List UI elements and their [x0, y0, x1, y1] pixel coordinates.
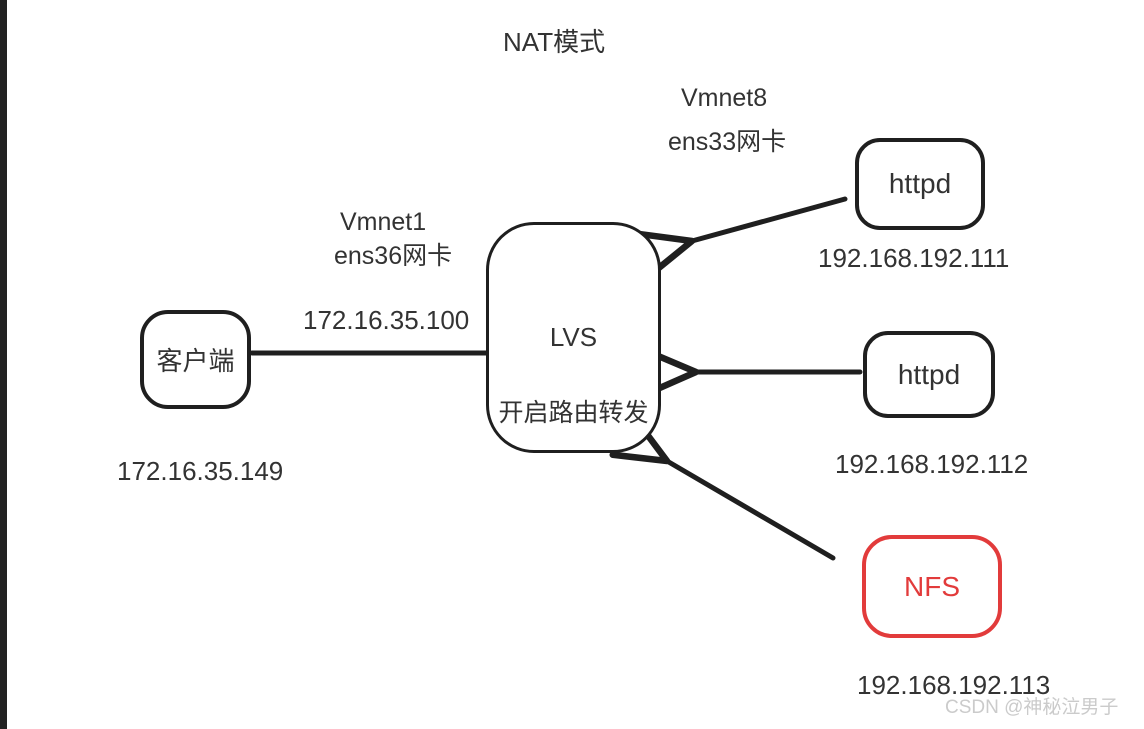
left-edge-bar — [0, 0, 7, 729]
httpd2-ip-label: 192.168.192.112 — [835, 449, 1029, 479]
client-node-label: 客户端 — [156, 346, 235, 376]
connector-nfs-lvs-arrow — [609, 412, 836, 561]
lvs-vip-label: 172.16.35.100 — [303, 305, 470, 335]
httpd1-node-label: httpd — [888, 168, 952, 199]
client-node: 客户端 — [140, 310, 251, 409]
diagram-title: NAT模式 — [503, 27, 606, 57]
httpd1-ip-label: 192.168.192.111 — [818, 243, 1010, 273]
ens33-nic-label: ens33网卡 — [668, 128, 787, 156]
vmnet8-label: Vmnet8 — [681, 84, 768, 112]
csdn-watermark: CSDN @神秘泣男子 — [945, 697, 1119, 718]
lvs-node-sublabel: 开启路由转发 — [498, 399, 649, 427]
httpd1-node: httpd — [855, 138, 985, 230]
lvs-node-label: LVS — [549, 322, 598, 352]
httpd2-node-label: httpd — [897, 358, 961, 390]
lvs-node: LVS 开启路由转发 — [486, 222, 661, 453]
nfs-node-label: NFS — [904, 570, 960, 602]
client-ip-label: 172.16.35.149 — [117, 456, 284, 486]
nfs-ip-label: 192.168.192.113 — [857, 670, 1051, 700]
nfs-node: NFS — [862, 535, 1002, 638]
ens36-nic-label: ens36网卡 — [334, 242, 453, 270]
connector-httpd1-lvs-arrow — [632, 196, 848, 279]
httpd2-node: httpd — [863, 331, 995, 418]
vmnet1-label: Vmnet1 — [340, 208, 427, 236]
